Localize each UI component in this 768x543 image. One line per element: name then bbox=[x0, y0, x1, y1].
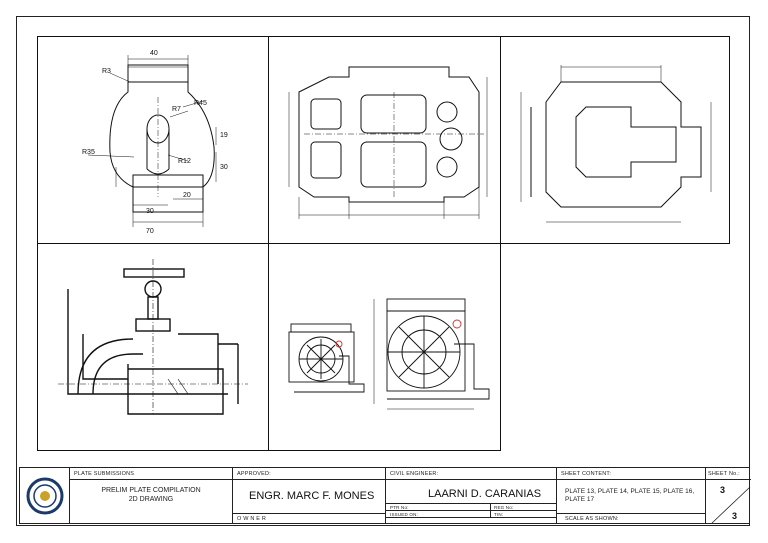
plate-cell-2 bbox=[268, 36, 501, 244]
gasket-drawing bbox=[288, 66, 488, 219]
issued-label: ISSUED ON: bbox=[390, 512, 419, 517]
approved-column: APPROVED: ENGR. MARC F. MONES O W N E R bbox=[233, 468, 386, 523]
plate-cell-1: 40 R3 R7 R45 19 R35 R12 30 30 20 70 bbox=[37, 36, 269, 244]
submission-title-line1: PRELIM PLATE COMPILATION bbox=[101, 487, 201, 494]
dim-label: R7 bbox=[172, 106, 181, 113]
reg-label: REG No: bbox=[494, 505, 514, 510]
plate-cell-3 bbox=[500, 36, 730, 244]
sheet-content-label: SHEET CONTENT: bbox=[561, 471, 612, 477]
dim-label: R3 bbox=[102, 68, 111, 75]
university-seal-icon bbox=[26, 477, 64, 515]
dim-label: 40 bbox=[150, 50, 158, 57]
ptr-label: PTR No: bbox=[390, 505, 409, 510]
sheet-no-label: SHEET No.: bbox=[708, 471, 740, 477]
dim-label: 70 bbox=[146, 228, 154, 235]
sheet-content: PLATE 13, PLATE 14, PLATE 15, PLATE 16, … bbox=[565, 488, 695, 503]
plate-cell-6-empty bbox=[500, 243, 730, 451]
bracket-drawing: 40 R3 R7 R45 19 R35 R12 30 30 20 70 bbox=[82, 50, 228, 235]
dim-label: R35 bbox=[82, 149, 95, 156]
engineer-name: LAARNI D. CARANIAS bbox=[428, 488, 542, 500]
sheet-no-column: SHEET No.: 3 3 bbox=[706, 468, 751, 524]
dim-label: R45 bbox=[194, 100, 207, 107]
title-block: PLATE SUBMISSIONS PRELIM PLATE COMPILATI… bbox=[19, 467, 751, 524]
valve-drawing bbox=[58, 259, 248, 415]
sheet-number: 3 bbox=[720, 485, 726, 495]
dim-label: 30 bbox=[220, 164, 228, 171]
dim-label: 30 bbox=[146, 208, 154, 215]
stepped-plate-drawing bbox=[520, 65, 712, 223]
dim-label: 19 bbox=[220, 132, 228, 139]
pump-drawing bbox=[288, 298, 490, 410]
drawing-sheet bbox=[16, 16, 750, 526]
dim-label: R12 bbox=[178, 158, 191, 165]
plates-grid: 40 R3 R7 R45 19 R35 R12 30 30 20 70 bbox=[37, 36, 730, 451]
submission-title-line2: 2D DRAWING bbox=[128, 496, 174, 503]
approved-label: APPROVED: bbox=[237, 471, 271, 477]
dim-label: 20 bbox=[183, 192, 191, 199]
owner-label: O W N E R bbox=[237, 516, 266, 522]
plate-cell-5 bbox=[268, 243, 501, 451]
plate-submissions-column: PLATE SUBMISSIONS PRELIM PLATE COMPILATI… bbox=[70, 468, 233, 523]
approver-name: ENGR. MARC F. MONES bbox=[249, 490, 375, 502]
sheet-total: 3 bbox=[732, 511, 738, 521]
civil-engineer-column: CIVIL ENGINEER: LAARNI D. CARANIAS PTR N… bbox=[386, 468, 557, 523]
plate-cell-4 bbox=[37, 243, 269, 451]
sheet-content-column: SHEET CONTENT: PLATE 13, PLATE 14, PLATE… bbox=[557, 468, 706, 523]
scale-label: SCALE AS SHOWN: bbox=[565, 516, 619, 522]
civil-engineer-label: CIVIL ENGINEER: bbox=[390, 471, 439, 477]
logo-column bbox=[20, 468, 70, 523]
tin-label: TIN: bbox=[494, 512, 504, 517]
plate-submissions-label: PLATE SUBMISSIONS bbox=[74, 471, 135, 477]
sheet-divider bbox=[711, 486, 751, 524]
